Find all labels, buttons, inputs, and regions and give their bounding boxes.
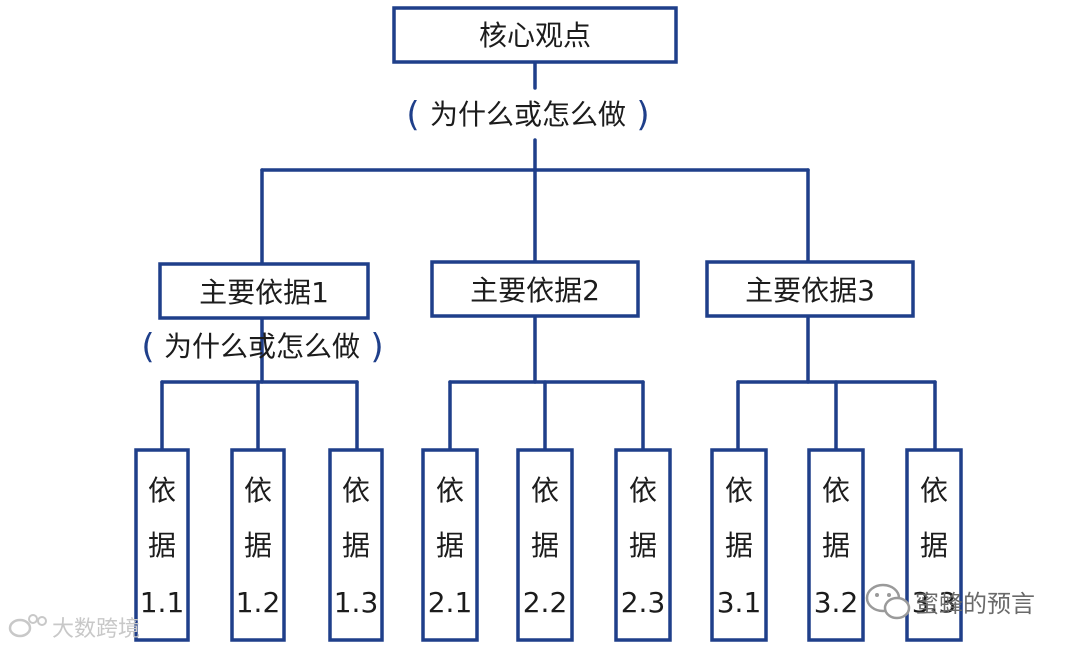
weibo-logo-icon [8,614,47,638]
evidence-3-2-number: 3.2 [814,586,859,619]
main-reason-3-label: 主要依据3 [745,274,875,307]
root-note-open-paren: ( [406,95,419,135]
root-note-text: 为什么或怎么做 [430,98,626,131]
watermark-left-text: 大数跨境 [52,617,140,642]
evidence-2-3-line1: 依 [629,474,657,507]
evidence-3-3-number: 3.3 [912,586,957,619]
evidence-2-3: 依 据 2.3 [614,448,672,642]
evidence-1-1-line2: 据 [148,529,176,562]
evidence-1-3-line1: 依 [342,474,370,507]
reason-1-note-open-paren: ( [141,327,154,367]
evidence-1-2-line2: 据 [244,529,272,562]
evidence-3-1-line1: 依 [725,474,753,507]
evidence-1-1-number: 1.1 [140,586,185,619]
evidence-2-1-line1: 依 [436,474,464,507]
root-note-close-paren: ) [636,95,649,135]
evidence-3-1-number: 3.1 [717,586,762,619]
evidence-1-2-number: 1.2 [236,586,281,619]
evidence-3-1-line2: 据 [725,529,753,562]
root-node: 核心观点 [392,6,678,64]
evidence-1-2: 依 据 1.2 [230,448,286,642]
evidence-1-1: 依 据 1.1 [134,448,190,642]
evidence-3-2: 依 据 3.2 [807,448,865,642]
watermark-right: 蜜蜂的预言 [865,583,1035,620]
evidence-3-2-line1: 依 [822,474,850,507]
main-reason-1-note: ( 为什么或怎么做 ) [141,327,383,367]
evidence-2-1-number: 2.1 [428,586,473,619]
evidence-1-3-line2: 据 [342,529,370,562]
evidence-3-2-line2: 据 [822,529,850,562]
watermark-left: 大数跨境 [8,614,140,642]
reason-1-note-close-paren: ) [370,327,383,367]
watermark-right-text: 蜜蜂的预言 [915,590,1035,618]
root-label: 核心观点 [479,19,591,52]
evidence-3-3-line1: 依 [920,474,948,507]
evidence-3-1: 依 据 3.1 [710,448,768,642]
evidence-2-2-line2: 据 [531,529,559,562]
root-note: ( 为什么或怎么做 ) [406,95,649,135]
evidence-2-1: 依 据 2.1 [421,448,479,642]
main-reason-2: 主要依据2 [430,260,640,318]
main-reason-2-label: 主要依据2 [470,274,600,307]
evidence-2-2: 依 据 2.2 [516,448,574,642]
evidence-2-2-line1: 依 [531,474,559,507]
main-reason-1-label: 主要依据1 [199,276,329,309]
evidence-3-3: 依 据 3.3 [905,448,963,642]
evidence-2-2-number: 2.2 [523,586,568,619]
evidence-2-3-line2: 据 [629,529,657,562]
evidence-1-1-line1: 依 [148,474,176,507]
evidence-3-3-line2: 据 [920,529,948,562]
evidence-1-3-number: 1.3 [334,586,379,619]
wechat-logo-icon [865,583,911,620]
evidence-2-1-line2: 据 [436,529,464,562]
evidence-2-3-number: 2.3 [621,586,666,619]
main-reason-1: 主要依据1 [158,262,370,320]
main-reason-3: 主要依据3 [705,260,915,318]
evidence-1-2-line1: 依 [244,474,272,507]
connectors [160,60,937,452]
evidence-1-3: 依 据 1.3 [328,448,384,642]
reason-1-note-text: 为什么或怎么做 [164,330,360,363]
